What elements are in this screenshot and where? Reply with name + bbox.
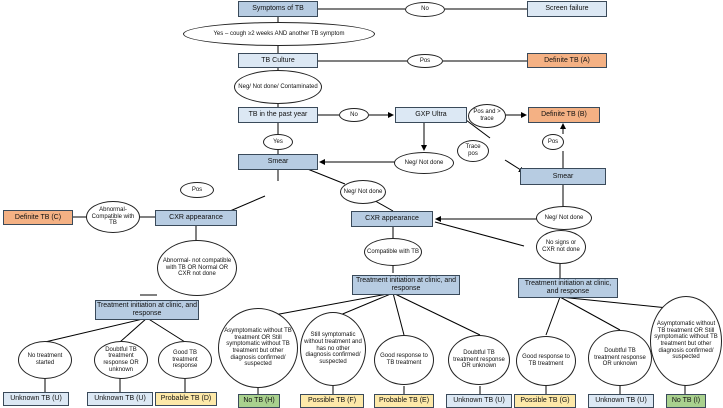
smear-pos-label: Pos [180, 182, 214, 198]
tx-right-box: Treatment initiation at clinic, and resp… [518, 278, 618, 298]
unknown-tb-u4-box: Unknown TB (U) [588, 394, 654, 408]
good-left-label: Good TB treatment response [158, 341, 212, 379]
no-tb-h-box: No TB (H) [238, 394, 280, 408]
definite-tb-c-box: Definite TB (C) [3, 210, 73, 225]
past-year-no-label: No [339, 108, 369, 122]
no-tb-i-box: No TB (I) [666, 394, 706, 408]
good-right-label: Good response to TB treatment [516, 336, 576, 386]
abnormal-compatible-label: Abnormal- Compatible with TB [86, 201, 140, 233]
probable-tb-d-box: Probable TB (D) [155, 392, 217, 406]
smear-left-box: Smear [238, 154, 318, 170]
probable-tb-e-box: Probable TB (E) [374, 394, 434, 408]
abnormal-not-compatible-label: Abnormal- not compatible with TB OR Norm… [157, 240, 237, 296]
screen-failure-box: Screen failure [527, 1, 607, 17]
culture-neg-label: Neg/ Not done/ Contaminated [234, 70, 322, 104]
gxp-neg-label: Neg/ Not done [394, 152, 454, 174]
tx-left-box: Treatment initiation at clinic, and resp… [95, 300, 199, 320]
no-treatment-label: No treatment started [18, 341, 72, 379]
smear-neg-label: Neg/ Not done [340, 180, 386, 204]
yes-cough-label: Yes – cough ≥2 weeks AND another TB symp… [183, 22, 375, 46]
asymptomatic-right-label: Asymptomatic without TB treatment OR Sti… [650, 296, 722, 386]
culture-pos-label: Pos [407, 54, 443, 68]
no-symptoms-label: No [405, 2, 445, 17]
gxp-ultra-box: GXP Ultra [395, 107, 467, 123]
doubtful-mid-label: Doubtful TB treatment response OR unknow… [448, 335, 510, 385]
no-signs-label: No signs or CXR not done [536, 230, 586, 264]
unknown-tb-u2-box: Unknown TB (U) [87, 392, 153, 406]
smear-right-neg-label: Neg/ Not done [536, 206, 592, 230]
cxr-left-box: CXR appearance [155, 210, 237, 226]
symptoms-of-tb-box: Symptoms of TB [238, 1, 318, 17]
tb-past-year-box: TB in the past year [238, 107, 318, 123]
definite-tb-a-box: Definite TB (A) [527, 53, 607, 68]
unknown-tb-u1-box: Unknown TB (U) [3, 392, 69, 406]
unknown-tb-u3-box: Unknown TB (U) [446, 394, 512, 408]
definite-tb-b-box: Definite TB (B) [528, 107, 600, 123]
tb-culture-box: TB Culture [238, 53, 318, 68]
cxr-mid-box: CXR appearance [351, 211, 433, 227]
tx-mid-box: Treatment initiation at clinic, and resp… [352, 275, 460, 295]
smear-right-box: Smear [520, 168, 606, 185]
doubtful-left-label: Doubtful TB treatment response OR unknow… [94, 341, 148, 379]
compatible-label: Compatible with TB [364, 238, 422, 266]
good-mid-label: Good response to TB treatment [374, 335, 434, 385]
still-symptomatic-label: Still symptomatic without treatment and … [300, 312, 366, 386]
doubtful-right-label: Doubtful TB treatment response OR unknow… [588, 330, 652, 386]
pos-trace-label: Pos and > trace [468, 104, 506, 128]
asymptomatic-mid-label: Asymptomatic without TB treatment OR Sti… [218, 308, 298, 388]
possible-tb-g-box: Possible TB (G) [514, 394, 576, 408]
trace-pos-label: Trace pos [457, 140, 489, 162]
smear-pos-small-label: Pos [542, 134, 564, 150]
past-year-yes-label: Yes [263, 134, 293, 150]
possible-tb-f-box: Possible TB (F) [300, 394, 364, 408]
